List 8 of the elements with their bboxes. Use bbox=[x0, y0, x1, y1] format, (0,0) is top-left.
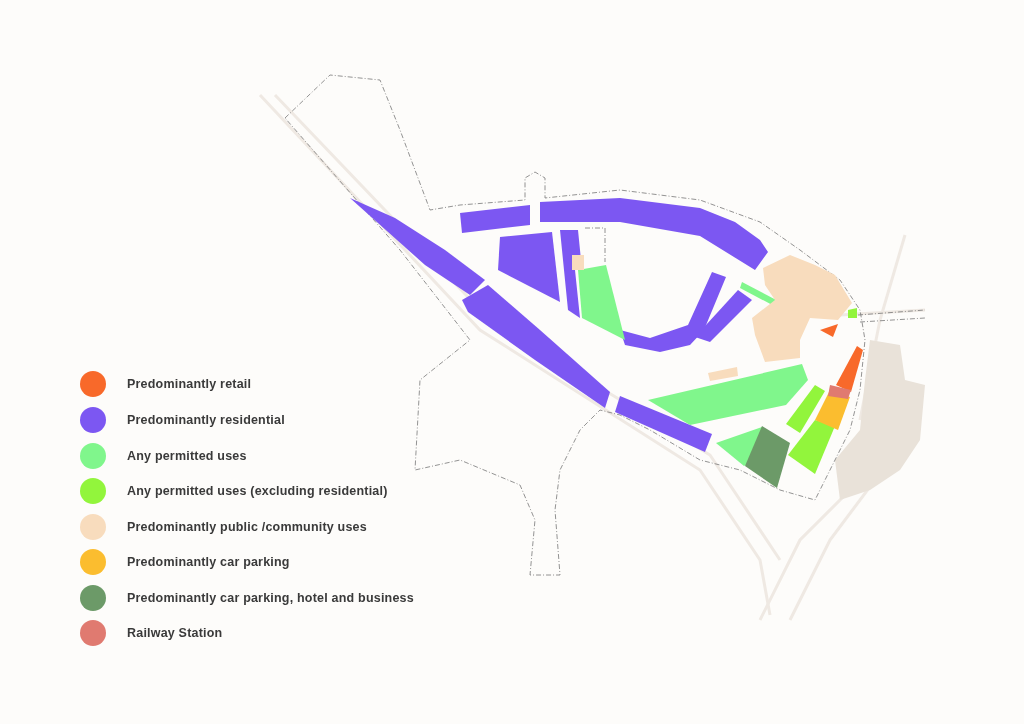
legend-label: Predominantly car parking bbox=[127, 555, 290, 569]
legend-label: Any permitted uses bbox=[127, 449, 247, 463]
legend-label: Predominantly car parking, hotel and business bbox=[127, 591, 414, 605]
legend-label: Predominantly residential bbox=[127, 413, 285, 427]
legend-label: Predominantly public /community uses bbox=[127, 520, 367, 534]
legend-label: Predominantly retail bbox=[127, 377, 252, 391]
legend-label: Railway Station bbox=[127, 626, 223, 640]
legend-label: Any permitted uses (excluding residential) bbox=[127, 484, 388, 498]
